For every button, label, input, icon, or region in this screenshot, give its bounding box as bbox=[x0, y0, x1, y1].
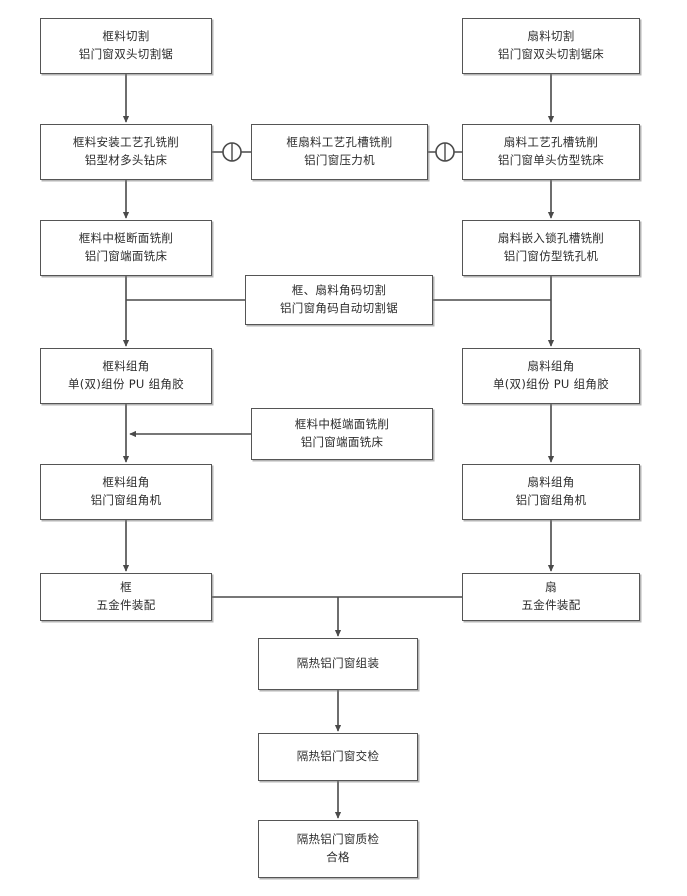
node-window-assembly-line1: 隔热铝门窗组装 bbox=[296, 656, 380, 671]
node-sash-corner-machine[interactable]: 扇料组角 铝门窗组角机 bbox=[462, 464, 640, 520]
node-sash-process-slot-line1: 扇料工艺孔槽铣削 bbox=[503, 135, 599, 150]
node-frame-sash-slot-line2: 铝门窗压力机 bbox=[304, 153, 375, 167]
connector-right-icon bbox=[435, 142, 455, 162]
node-frame-process-hole-line2: 铝型材多头钻床 bbox=[84, 153, 168, 167]
node-sash-hardware-assembly-line1: 扇 bbox=[545, 580, 557, 595]
node-window-assembly[interactable]: 隔热铝门窗组装 bbox=[258, 638, 418, 690]
node-frame-process-hole[interactable]: 框料安装工艺孔铣削 铝型材多头钻床 bbox=[40, 124, 212, 180]
node-frame-corner-machine-line2: 铝门窗组角机 bbox=[90, 493, 162, 507]
node-sash-corner-machine-line1: 扇料组角 bbox=[527, 475, 575, 490]
node-frame-corner-machine[interactable]: 框料组角 铝门窗组角机 bbox=[40, 464, 212, 520]
node-frame-mullion-mill-line2: 铝门窗端面铣床 bbox=[84, 249, 168, 263]
node-frame-mullion-mill[interactable]: 框料中梃断面铣削 铝门窗端面铣床 bbox=[40, 220, 212, 276]
node-frame-cut-line1: 框料切割 bbox=[102, 29, 150, 44]
node-window-qc-pass-line1: 隔热铝门窗质检 bbox=[296, 832, 380, 847]
node-sash-process-slot[interactable]: 扇料工艺孔槽铣削 铝门窗单头仿型铣床 bbox=[462, 124, 640, 180]
node-window-qc-pass[interactable]: 隔热铝门窗质检 合格 bbox=[258, 820, 418, 878]
node-frame-sash-slot-line1: 框扇料工艺孔槽铣削 bbox=[286, 135, 393, 150]
node-frame-hardware-assembly[interactable]: 框 五金件装配 bbox=[40, 573, 212, 621]
node-frame-hardware-assembly-line2: 五金件装配 bbox=[96, 598, 156, 612]
node-frame-mullion-mill-line1: 框料中梃断面铣削 bbox=[78, 231, 174, 246]
node-window-inspection-line1: 隔热铝门窗交检 bbox=[296, 749, 380, 764]
node-sash-cut-line2: 铝门窗双头切割锯床 bbox=[497, 47, 605, 61]
node-frame-cut[interactable]: 框料切割 铝门窗双头切割锯 bbox=[40, 18, 212, 74]
node-frame-corner-glue[interactable]: 框料组角 单(双)组份 PU 组角胶 bbox=[40, 348, 212, 404]
node-sash-corner-glue[interactable]: 扇料组角 单(双)组份 PU 组角胶 bbox=[462, 348, 640, 404]
node-frame-process-hole-line1: 框料安装工艺孔铣削 bbox=[72, 135, 180, 150]
node-sash-lock-hole-mill-line1: 扇料嵌入锁孔槽铣削 bbox=[497, 231, 605, 246]
node-window-inspection[interactable]: 隔热铝门窗交检 bbox=[258, 733, 418, 781]
node-frame-corner-machine-line1: 框料组角 bbox=[102, 475, 150, 490]
node-sash-corner-glue-line1: 扇料组角 bbox=[527, 359, 575, 374]
node-sash-lock-hole-mill-line2: 铝门窗仿型铣孔机 bbox=[503, 249, 599, 263]
node-sash-corner-glue-line2: 单(双)组份 PU 组角胶 bbox=[492, 377, 610, 391]
node-frame-hardware-assembly-line1: 框 bbox=[120, 580, 132, 595]
node-frame-cut-line2: 铝门窗双头切割锯 bbox=[78, 47, 174, 61]
node-corner-code-cut[interactable]: 框、扇料角码切割 铝门窗角码自动切割锯 bbox=[245, 275, 433, 325]
node-frame-mullion-end-mill[interactable]: 框料中梃端面铣削 铝门窗端面铣床 bbox=[251, 408, 433, 460]
connector-left-icon bbox=[222, 142, 242, 162]
node-sash-lock-hole-mill[interactable]: 扇料嵌入锁孔槽铣削 铝门窗仿型铣孔机 bbox=[462, 220, 640, 276]
node-frame-mullion-end-mill-line2: 铝门窗端面铣床 bbox=[300, 435, 384, 449]
node-corner-code-cut-line2: 铝门窗角码自动切割锯 bbox=[280, 301, 398, 315]
node-sash-hardware-assembly-line2: 五金件装配 bbox=[521, 598, 581, 612]
node-frame-mullion-end-mill-line1: 框料中梃端面铣削 bbox=[294, 417, 390, 432]
node-sash-cut[interactable]: 扇料切割 铝门窗双头切割锯床 bbox=[462, 18, 640, 74]
node-sash-process-slot-line2: 铝门窗单头仿型铣床 bbox=[497, 153, 605, 167]
node-sash-hardware-assembly[interactable]: 扇 五金件装配 bbox=[462, 573, 640, 621]
node-sash-corner-machine-line2: 铝门窗组角机 bbox=[515, 493, 587, 507]
node-window-qc-pass-line2: 合格 bbox=[326, 850, 350, 864]
node-sash-cut-line1: 扇料切割 bbox=[527, 29, 575, 44]
node-frame-corner-glue-line1: 框料组角 bbox=[102, 359, 150, 374]
node-frame-sash-slot[interactable]: 框扇料工艺孔槽铣削 铝门窗压力机 bbox=[251, 124, 428, 180]
node-corner-code-cut-line1: 框、扇料角码切割 bbox=[291, 283, 387, 298]
node-frame-corner-glue-line2: 单(双)组份 PU 组角胶 bbox=[67, 377, 185, 391]
